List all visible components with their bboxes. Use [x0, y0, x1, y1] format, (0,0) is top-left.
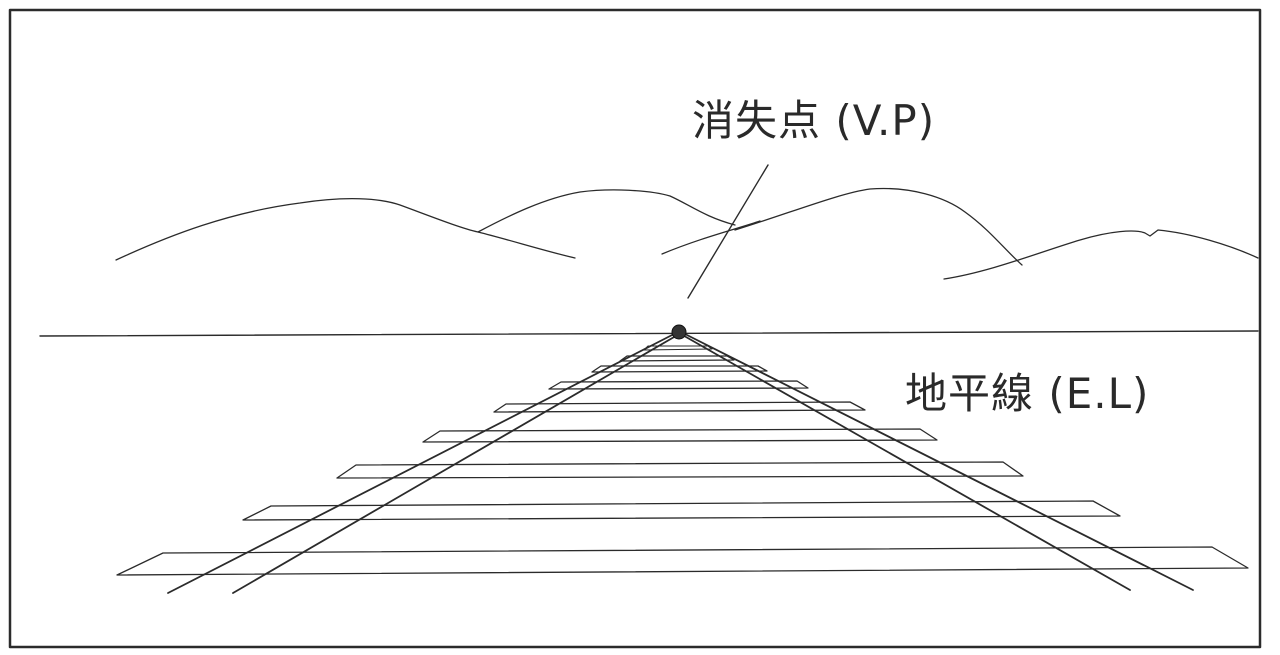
mountain-ridge-front [661, 220, 761, 255]
mountain-left [115, 198, 576, 261]
mountain-far-right [943, 229, 1259, 280]
railway-tie [116, 546, 1249, 576]
vanishing-point-label: 消失点 (V.P) [692, 96, 936, 145]
railway-tie [336, 461, 1024, 479]
vanishing-point-dot [671, 324, 687, 340]
horizon-line [39, 330, 1259, 337]
railway-tie [422, 428, 938, 443]
railway-tie [493, 401, 866, 413]
mountain-right [734, 187, 1023, 266]
vp-callout-line [687, 164, 769, 299]
eye-level-label: 地平線 (E.L) [905, 369, 1150, 418]
railway-tie [591, 365, 768, 373]
right-rail [678, 332, 1194, 591]
railway-tie [548, 380, 809, 390]
railway-tie [242, 500, 1121, 521]
mountain-middle [477, 189, 736, 233]
diagram-frame [8, 8, 1262, 649]
left-rail [167, 332, 682, 594]
